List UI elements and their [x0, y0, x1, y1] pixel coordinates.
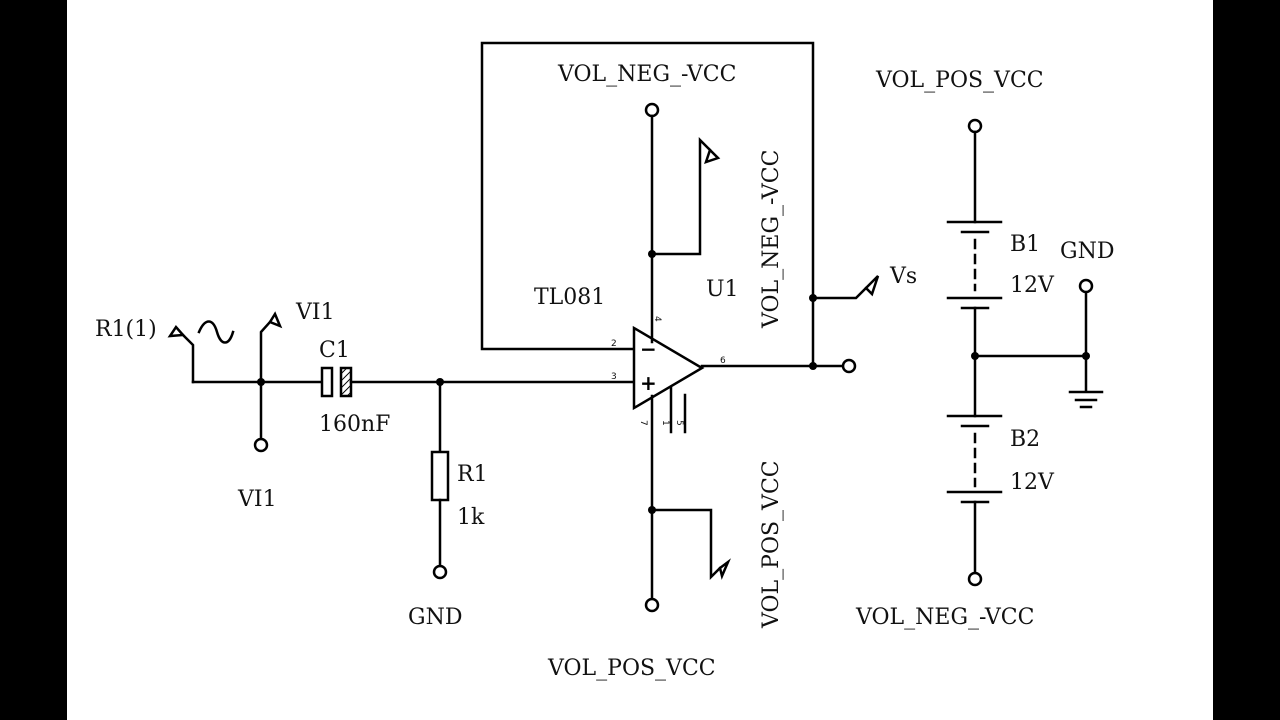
- gnd-right-label: GND: [1060, 239, 1114, 264]
- pin-3-label: 3: [611, 372, 617, 382]
- pin-7-label: 7: [638, 420, 648, 426]
- r1-value-label: 1k: [457, 505, 485, 530]
- b1-name-label: B1: [1010, 232, 1040, 257]
- b1-value-label: 12V: [1010, 273, 1055, 298]
- vpos-supply-bottom: [644, 394, 731, 613]
- vi1-terminal-label: VI1: [237, 487, 277, 512]
- ground-right: [973, 278, 1104, 409]
- opamp-model-label: TL081: [534, 285, 605, 310]
- pin-1-label: 1: [660, 420, 670, 426]
- inverting-input-sign: −: [640, 337, 657, 361]
- vneg-supply-top: [644, 102, 721, 344]
- pos-vcc-right-label: VOL_POS_VCC: [875, 68, 1044, 93]
- battery-b2: [946, 354, 1003, 587]
- pos-vcc-vertical-label: VOL_POS_VCC: [759, 460, 784, 629]
- b2-value-label: 12V: [1010, 470, 1055, 495]
- output-terminal[interactable]: [841, 358, 857, 374]
- r1-source-label: R1(1): [95, 317, 157, 342]
- vs-probe: [809, 275, 880, 302]
- vi1-probe: [259, 311, 283, 384]
- capacitor-c1: [320, 366, 353, 398]
- c1-value-label: 160nF: [319, 412, 390, 437]
- pin-5-label: 5: [674, 420, 684, 426]
- opamp-u1: − +: [632, 325, 705, 411]
- pin-2-label: 2: [611, 339, 617, 349]
- noninverting-input-sign: +: [640, 371, 657, 395]
- pin-4-label: 4: [652, 316, 662, 322]
- neg-vcc-right-label: VOL_NEG_-VCC: [855, 605, 1034, 630]
- output-junction: [809, 362, 817, 370]
- neg-vcc-top-label: VOL_NEG_-VCC: [557, 62, 736, 87]
- pos-vcc-bottom-label: VOL_POS_VCC: [547, 656, 716, 681]
- vi1-probe-label: VI1: [295, 300, 335, 325]
- feedback-loop: [480, 41, 815, 368]
- vi1-terminal[interactable]: [253, 380, 269, 453]
- neg-vcc-vertical-label: VOL_NEG_-VCC: [759, 150, 784, 329]
- offset-pins: [669, 386, 687, 434]
- r1-name-label: R1: [457, 462, 488, 487]
- input-source: [167, 320, 235, 384]
- c1-name-label: C1: [319, 338, 350, 363]
- vs-probe-label: Vs: [889, 264, 917, 289]
- battery-b1: [946, 118, 1003, 358]
- opamp-ref-label: U1: [706, 277, 739, 302]
- resistor-r1: [430, 380, 450, 580]
- b2-name-label: B2: [1010, 427, 1040, 452]
- pin-6-label: 6: [720, 356, 726, 366]
- gnd-left-label: GND: [408, 605, 462, 630]
